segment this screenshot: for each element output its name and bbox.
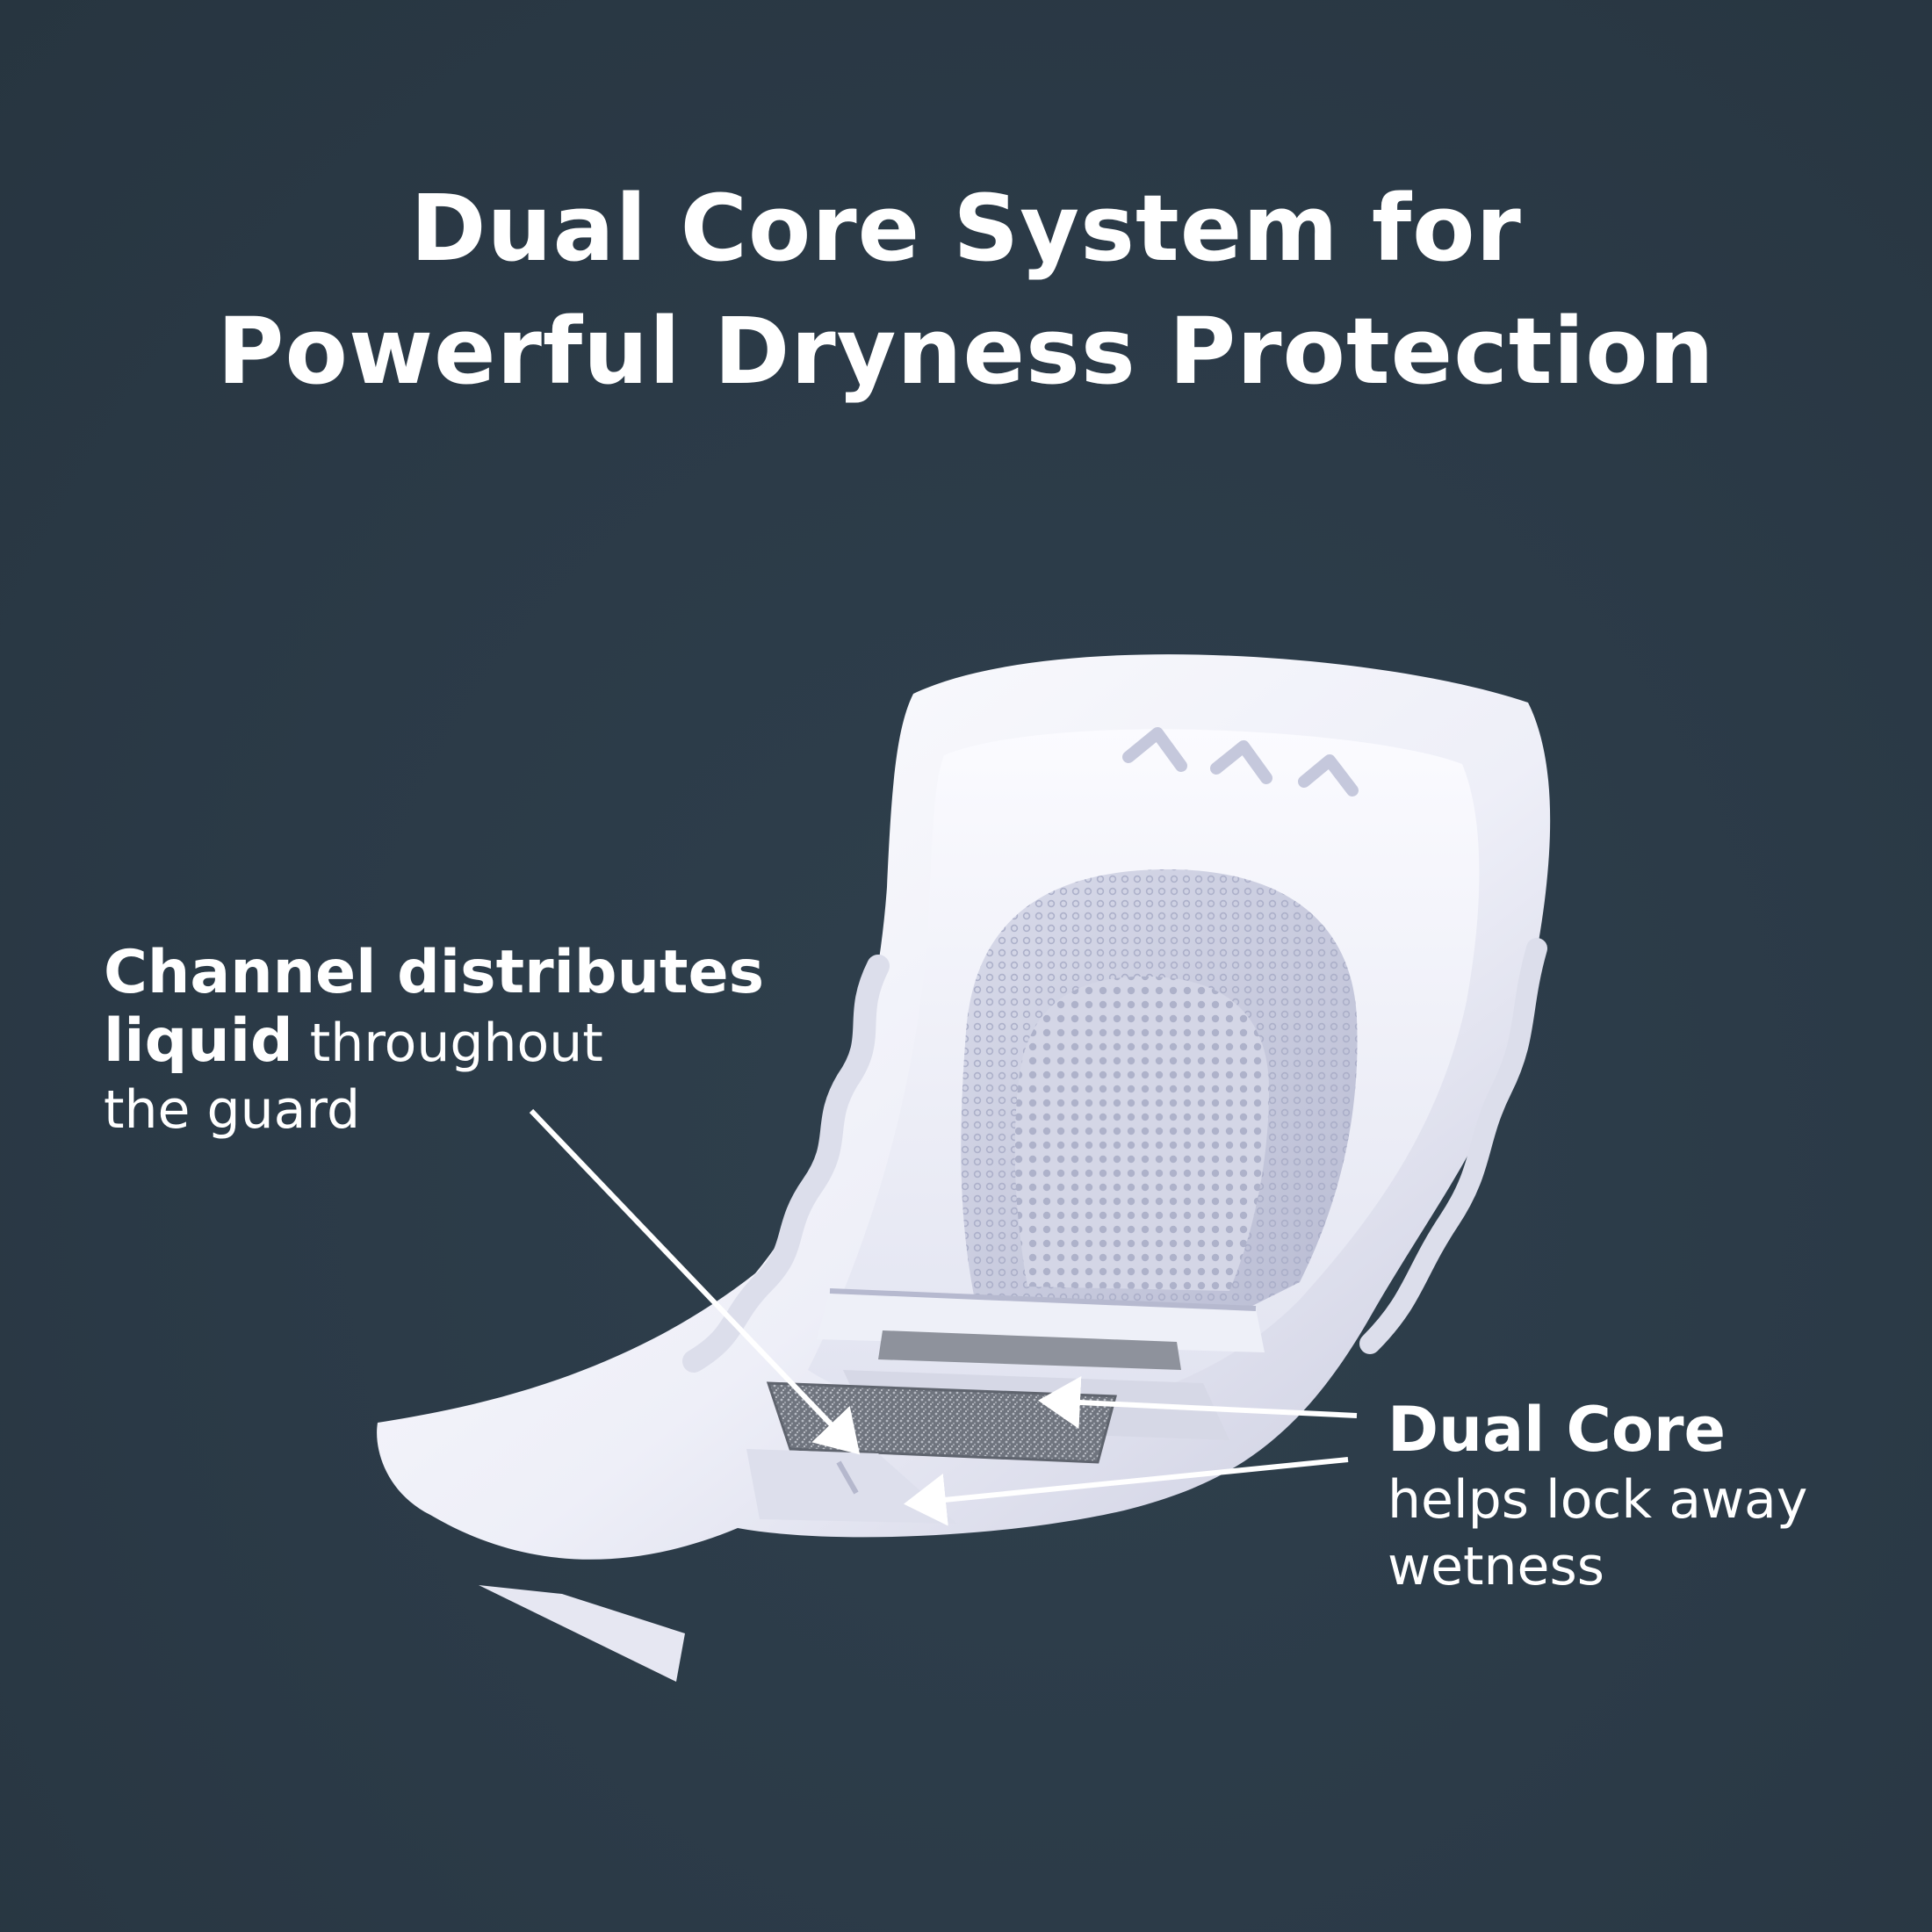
callout-dual-core: Dual Core helps lock away wetness xyxy=(1388,1396,1914,1600)
callout-dual-core-regular-3: wetness xyxy=(1388,1536,1604,1597)
dual-core-arrow-upper xyxy=(1038,1376,1358,1429)
callout-channel-bold-2: liquid xyxy=(104,1006,293,1076)
callout-dual-core-regular-2: helps lock away xyxy=(1388,1469,1808,1531)
pad-bottom-flap xyxy=(479,1585,685,1682)
dual-core-arrow-lower xyxy=(904,1457,1349,1526)
pad-ruffle-right xyxy=(1359,938,1547,1354)
headline: Dual Core System for Powerful Dryness Pr… xyxy=(0,167,1932,413)
pad-ruffle-left xyxy=(682,955,890,1373)
headline-line-1: Dual Core System for xyxy=(410,175,1522,282)
upper-core xyxy=(878,1330,1181,1370)
callout-channel: Channel distributes liquid throughout th… xyxy=(104,940,859,1143)
channel-arrow xyxy=(529,1108,861,1455)
callout-channel-regular-2: throughout xyxy=(292,1013,603,1074)
callout-channel-bold-1: Channel distributes xyxy=(104,938,765,1007)
chevron-marks xyxy=(1122,727,1359,797)
headline-line-2: Powerful Dryness Protection xyxy=(217,298,1715,405)
callout-dual-core-bold: Dual Core xyxy=(1388,1394,1726,1466)
callout-channel-regular-3: the guard xyxy=(104,1079,361,1141)
channel-inner xyxy=(1014,976,1269,1291)
